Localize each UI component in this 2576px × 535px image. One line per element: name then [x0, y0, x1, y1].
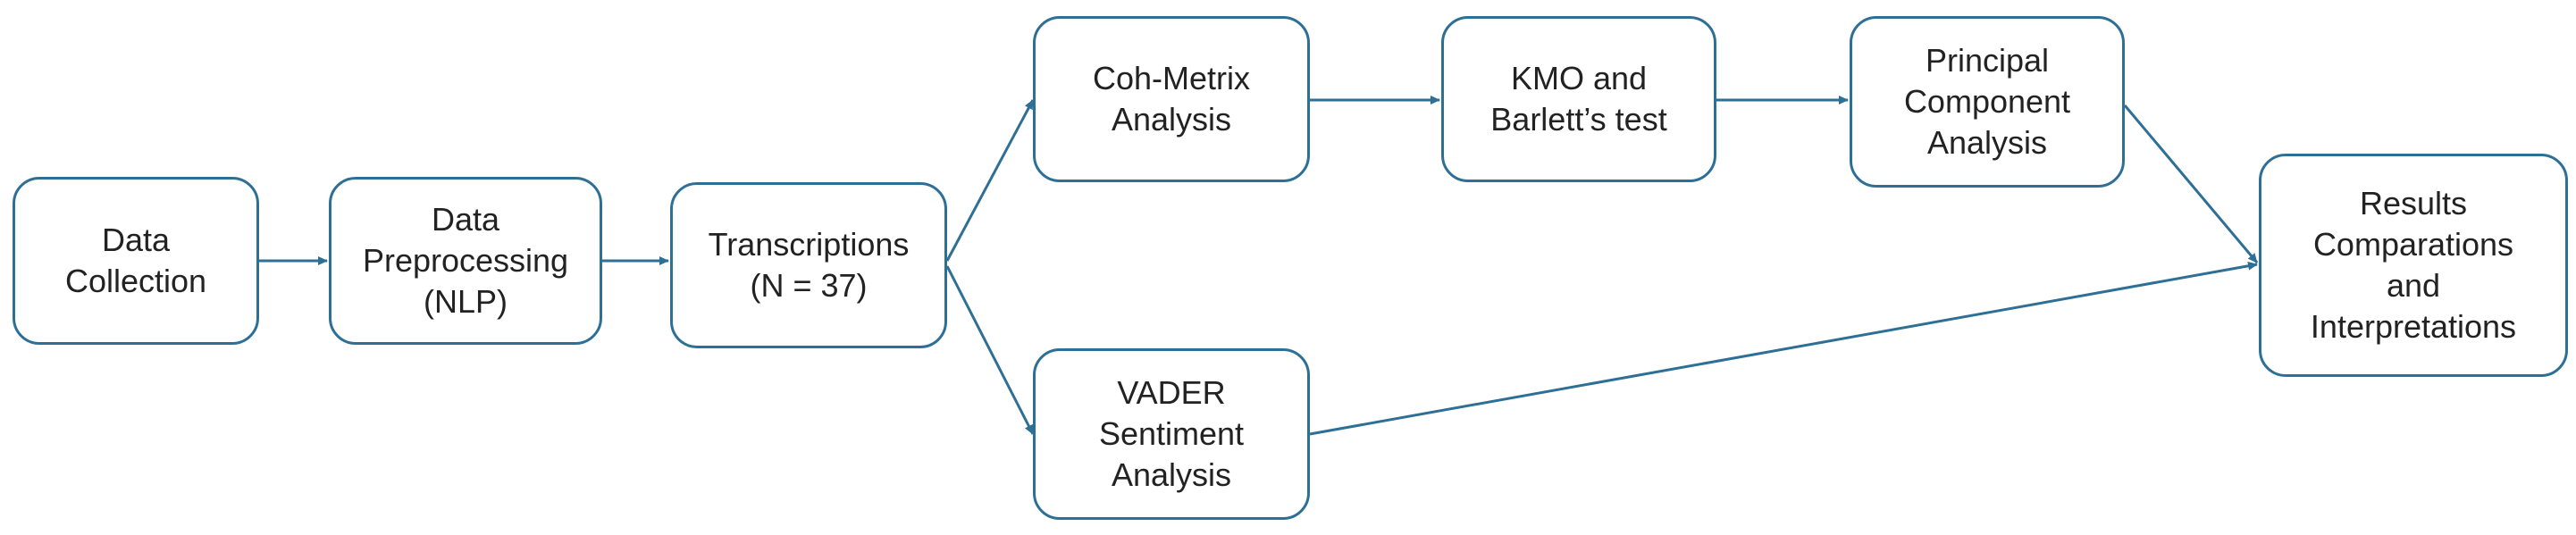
node-principal-component-analysis-label: Principal Component Analysis: [1903, 42, 2071, 161]
node-kmo-barlett: KMO and Barlett’s test: [1441, 16, 1716, 182]
edge-pca-to-results: [2123, 104, 2259, 263]
node-data-collection-label: Data Collection: [64, 222, 207, 299]
node-results-label: Results Comparations and Interpretations: [2310, 185, 2517, 345]
node-vader-sentiment: VADER Sentiment Analysis: [1033, 348, 1310, 520]
node-data-preprocessing: Data Preprocessing (NLP): [329, 177, 602, 345]
node-vader-sentiment-label: VADER Sentiment Analysis: [1098, 374, 1245, 493]
edge-vader-to-results: [1309, 261, 2258, 436]
node-coh-metrix-label: Coh-Metrix Analysis: [1092, 60, 1251, 138]
node-results: Results Comparations and Interpretations: [2259, 154, 2568, 377]
node-coh-metrix: Coh-Metrix Analysis: [1033, 16, 1310, 182]
node-transcriptions-label: Transcriptions (N = 37): [708, 226, 910, 304]
node-transcriptions: Transcriptions (N = 37): [670, 182, 947, 348]
node-data-collection: Data Collection: [13, 177, 259, 345]
node-principal-component-analysis: Principal Component Analysis: [1850, 16, 2125, 188]
edge-transcriptions-to-coh-metrix: [945, 99, 1035, 262]
node-data-preprocessing-label: Data Preprocessing (NLP): [362, 201, 569, 320]
node-kmo-barlett-label: KMO and Barlett’s test: [1490, 60, 1667, 138]
edge-transcriptions-to-vader: [945, 265, 1035, 435]
